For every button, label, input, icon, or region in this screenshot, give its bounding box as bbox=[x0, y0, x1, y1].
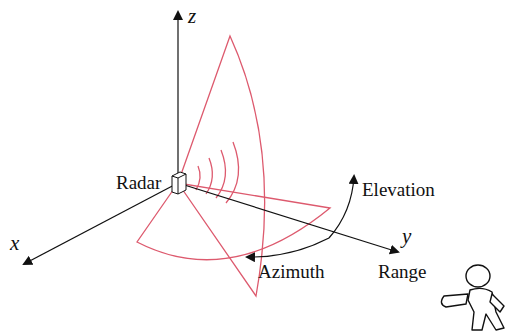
angle-arrow bbox=[247, 176, 354, 257]
beam-sector bbox=[137, 36, 330, 296]
axis-label: x bbox=[10, 233, 19, 254]
radar-box bbox=[172, 172, 186, 194]
axis bbox=[24, 12, 398, 264]
angle-label: Azimuth bbox=[258, 262, 325, 281]
radar-label: Radar bbox=[116, 173, 161, 192]
range-label: Range bbox=[378, 262, 427, 281]
axis-label: z bbox=[188, 6, 196, 27]
axis-label: y bbox=[402, 226, 411, 247]
person-icon bbox=[441, 265, 504, 330]
angle-label: Elevation bbox=[362, 180, 435, 199]
